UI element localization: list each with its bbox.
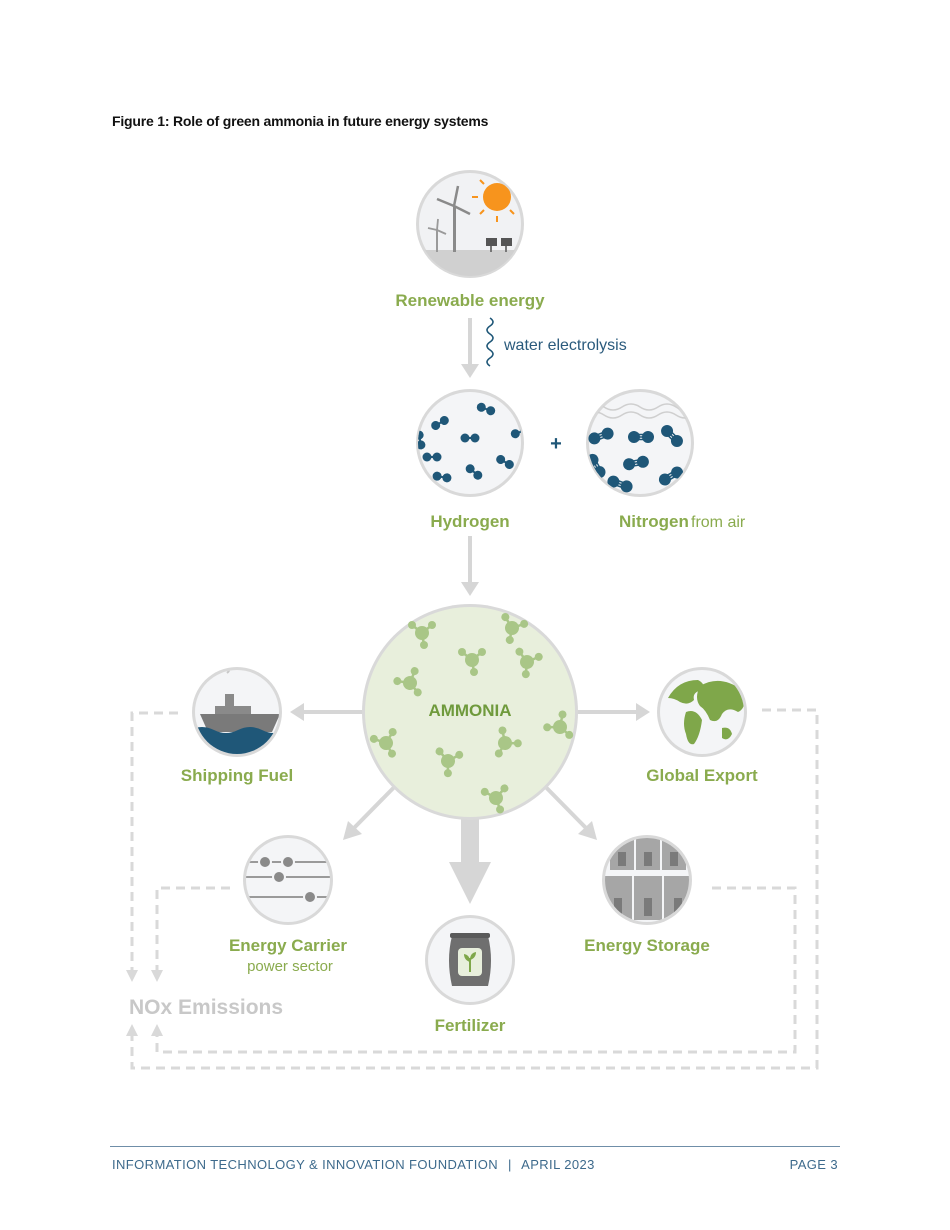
nitrogen-source-label: from air (691, 514, 746, 531)
global-export-node: Global Export (646, 667, 758, 785)
globe-icon (668, 680, 744, 745)
shipping-fuel-node: Shipping Fuel (181, 667, 293, 785)
electrolysis-icon (486, 317, 494, 367)
nitrogen-node: Nitrogen from air (586, 389, 746, 531)
nox-feedback-lines (130, 708, 819, 1070)
plus-sign: + (550, 433, 562, 455)
footer-organization: INFORMATION TECHNOLOGY & INNOVATION FOUN… (112, 1157, 595, 1172)
storage-label: Energy Storage (584, 936, 710, 955)
ammonia-node: AMMONIA (362, 604, 583, 820)
renewable-label: Renewable energy (395, 291, 545, 310)
energy-storage-node: Energy Storage (584, 835, 710, 955)
nitrogen-label: Nitrogen (619, 512, 689, 531)
figure-caption: Figure 1: Role of green ammonia in futur… (112, 113, 489, 129)
footer-org-name: INFORMATION TECHNOLOGY & INNOVATION FOUN… (112, 1157, 499, 1172)
footer-divider (110, 1146, 840, 1147)
renewable-energy-node: Renewable energy (395, 170, 545, 310)
carrier-label: Energy Carrier (229, 936, 347, 955)
carrier-sub-label: power sector (247, 958, 333, 975)
footer-date: APRIL 2023 (521, 1157, 595, 1172)
nox-arrowheads (126, 970, 163, 1036)
footer-separator: | (508, 1157, 512, 1172)
export-label: Global Export (646, 766, 758, 785)
hydrogen-node: Hydrogen (416, 389, 524, 531)
energy-carrier-node: Energy Carrier power sector (229, 835, 347, 975)
power-grid-icon (246, 855, 330, 904)
hydrogen-label: Hydrogen (430, 512, 509, 531)
electrolysis-label: water electrolysis (503, 337, 627, 354)
ship-icon (195, 670, 279, 754)
fertilizer-bag-icon (449, 933, 491, 986)
shipping-label: Shipping Fuel (181, 766, 293, 785)
fertilizer-node: Fertilizer (425, 915, 515, 1035)
diagonal-arrowheads (343, 821, 597, 840)
fertilizer-label: Fertilizer (435, 1016, 506, 1035)
nox-emissions-label: NOx Emissions (129, 996, 283, 1019)
flow-arrows (290, 318, 650, 904)
footer-page-number: PAGE 3 (789, 1157, 838, 1172)
ammonia-label: AMMONIA (428, 701, 511, 720)
nitrogen-molecules-icon (588, 403, 692, 495)
